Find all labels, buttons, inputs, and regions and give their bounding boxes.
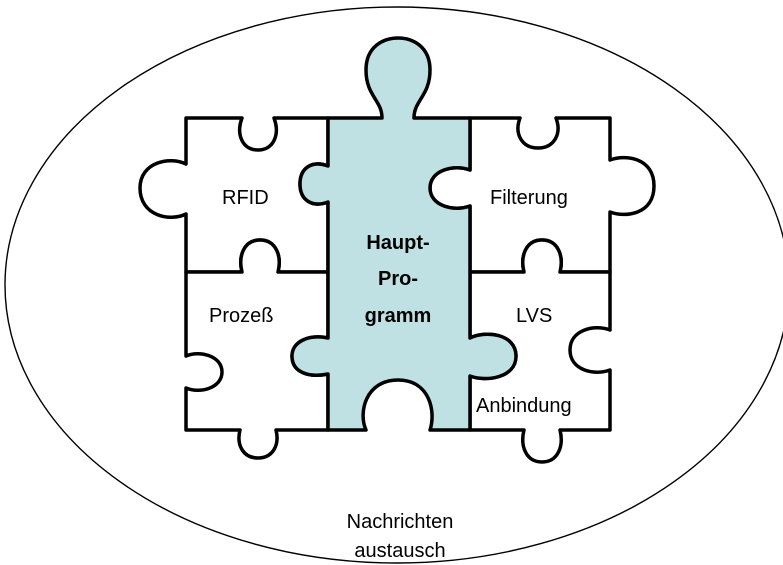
anbindung-label: Anbindung [476, 395, 572, 417]
hauptprogramm-label-line1: Haupt- [366, 232, 430, 254]
message-exchange-label-line1: Nachrichten [346, 511, 454, 533]
filterung-label: Filterung [490, 187, 568, 209]
prozess-label: Prozeß [209, 305, 274, 327]
hauptprogramm-label-line2: Pro- [378, 268, 418, 290]
hauptprogramm-puzzle-piece [290, 36, 518, 432]
lvs-label: LVS [516, 305, 553, 327]
hauptprogramm-label-line3: gramm [364, 305, 432, 327]
rfid-label: RFID [222, 187, 269, 209]
message-exchange-label-line2: austausch [354, 540, 446, 562]
message-exchange-ellipse [4, 6, 783, 564]
